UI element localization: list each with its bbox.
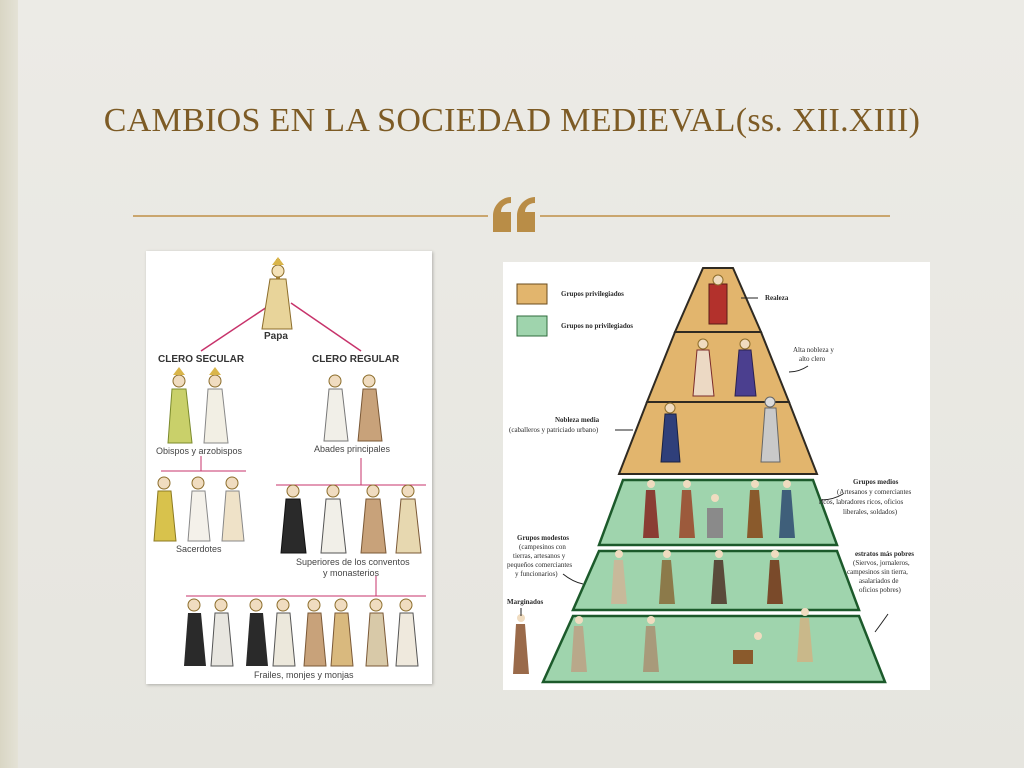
tier-nobleza-media [617, 401, 819, 475]
marginalized-figure [513, 614, 529, 674]
annot-grupos-modestos-1: Grupos modestos [517, 534, 569, 542]
priests-figures [153, 476, 245, 542]
arrow-alta-nobleza [788, 365, 809, 373]
modest-groups-figures [611, 550, 783, 604]
middle-groups-figures [643, 480, 795, 538]
friars-monks-nuns-figures [184, 598, 419, 667]
arrow-grupos-medios [820, 493, 844, 501]
title-divider-left [133, 215, 488, 217]
middle-nobility-figures [660, 396, 781, 463]
annot-grupos-modestos-5: y funcionarios) [515, 570, 558, 578]
poor-strata-figures [571, 608, 813, 672]
slide-title: CAMBIOS EN LA SOCIEDAD MEDIEVAL(ss. XII.… [103, 102, 921, 139]
annot-grupos-medios-1: Grupos medios [853, 478, 899, 486]
annot-estratos-pobres-1: estratos más pobres [855, 550, 914, 558]
annot-realeza: Realeza [765, 294, 789, 302]
slide-left-accent-bar [0, 0, 18, 768]
connector-papa-regular [290, 302, 362, 352]
label-frailes: Frailes, monjes y monjas [254, 670, 354, 680]
annot-alta-nobleza-2: alto clero [799, 355, 826, 363]
annot-nobleza-media-1: Nobleza media [555, 416, 600, 424]
annot-grupos-medios-2: (Artesanos y comerciantes [837, 488, 912, 496]
annot-estratos-pobres-4: asalariados de [859, 577, 898, 585]
annot-alta-nobleza-1: Alta nobleza y [793, 346, 834, 354]
annot-grupos-modestos-4: pequeños comerciantes [507, 561, 572, 569]
abbots-figures [323, 374, 383, 442]
label-clero-secular: CLERO SECULAR [158, 354, 245, 365]
annot-estratos-pobres-2: (Siervos, jornaleros, [853, 559, 910, 567]
bishops-figures [167, 367, 229, 444]
legend-label-privileged: Grupos privilegiados [561, 290, 624, 298]
king-figure [708, 274, 728, 325]
legend-swatch-non-privileged [516, 315, 548, 337]
arrow-estratos-pobres [874, 613, 889, 633]
label-superiores-2: y monasterios [323, 568, 380, 578]
superiors-figures [280, 484, 422, 554]
tier-alta-nobleza [645, 331, 791, 403]
tier-estratos-pobres [541, 614, 887, 684]
label-papa: Papa [264, 331, 288, 342]
label-clero-regular: CLERO REGULAR [312, 354, 400, 365]
pope-figure [261, 257, 293, 330]
connector-papa-secular [200, 302, 274, 352]
clergy-hierarchy-diagram: Papa CLERO SECULAR CLERO REGULAR Obispos… [146, 251, 432, 684]
annot-grupos-modestos-3: tierras, artesanos y [513, 552, 566, 560]
legend-swatch-privileged [516, 283, 548, 305]
annot-estratos-pobres-3: campesinos sin tierra, [847, 568, 908, 576]
legend-label-non-privileged: Grupos no privilegiados [561, 322, 633, 330]
annot-grupos-medios-4: liberales, soldados) [843, 508, 898, 516]
label-superiores-1: Superiores de los conventos [296, 557, 410, 567]
arrow-grupos-modestos [562, 573, 584, 585]
title-divider-right [540, 215, 890, 217]
quote-ornament-icon [493, 197, 535, 232]
annot-marginados: Marginados [507, 598, 543, 606]
high-nobility-figures [692, 338, 757, 397]
annot-grupos-modestos-2: (campesinos con [519, 543, 566, 551]
label-abades: Abades principales [314, 444, 391, 454]
social-pyramid-diagram: Grupos privilegiados Grupos no privilegi… [503, 262, 930, 690]
label-obispos: Obispos y arzobispos [156, 446, 243, 456]
annot-nobleza-media-2: (caballeros y patriciado urbano) [509, 426, 599, 434]
annot-grupos-medios-3: ricos, labradores ricos, oficios [819, 498, 903, 506]
annot-estratos-pobres-5: oficios pobres) [859, 586, 901, 594]
label-sacerdotes: Sacerdotes [176, 544, 222, 554]
